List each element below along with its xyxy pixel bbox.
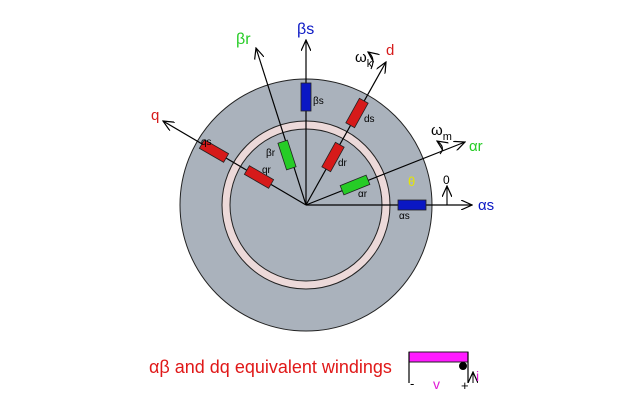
winding-label-beta-s: βs [313,96,324,107]
omega-m-label: ωm [431,122,452,143]
winding-alpha-s [397,199,427,211]
winding-dr [321,141,345,173]
omega-k-label: ωk [355,49,373,70]
winding-qs [198,139,230,163]
theta-label: θ [408,174,415,189]
omega-m-arrow [437,141,442,155]
d-axis [305,62,386,206]
legend-v: v [433,376,440,392]
legend-polarity-dot [459,362,467,370]
diagram-caption: αβ and dq equivalent windings [149,357,392,377]
winding-label-ds: ds [364,114,375,125]
axis-label-alpha-r: αr [469,138,483,155]
zero-label: 0 [443,173,450,187]
legend-plus: + [461,378,469,393]
winding-beta-r [277,139,297,171]
winding-qr [243,165,275,189]
legend-bar [408,351,469,363]
axis-label-beta-r: βr [236,31,251,48]
beta-r-axis [256,48,307,206]
axis-label-alpha-s: αs [478,197,494,214]
legend: - v + i [408,351,479,393]
alpha-r-axis [305,142,465,206]
legend-minus: - [410,376,414,391]
winding-label-qs: qs [201,137,212,148]
winding-label-qr: qr [262,165,272,176]
winding-alpha-r [339,174,371,196]
winding-label-alpha-r: αr [358,189,368,200]
axis-label-beta-s: βs [297,21,314,38]
winding-ds [345,97,369,129]
omega-k-arrow [368,52,373,70]
winding-label-dr: dr [338,158,348,169]
q-axis [163,121,307,206]
legend-i: i [476,368,479,384]
winding-beta-s [300,82,312,112]
axis-label-q: q [151,107,159,124]
winding-label-beta-r: βr [266,148,276,159]
winding-label-alpha-s: αs [399,211,410,222]
axis-label-d: d [386,42,394,59]
